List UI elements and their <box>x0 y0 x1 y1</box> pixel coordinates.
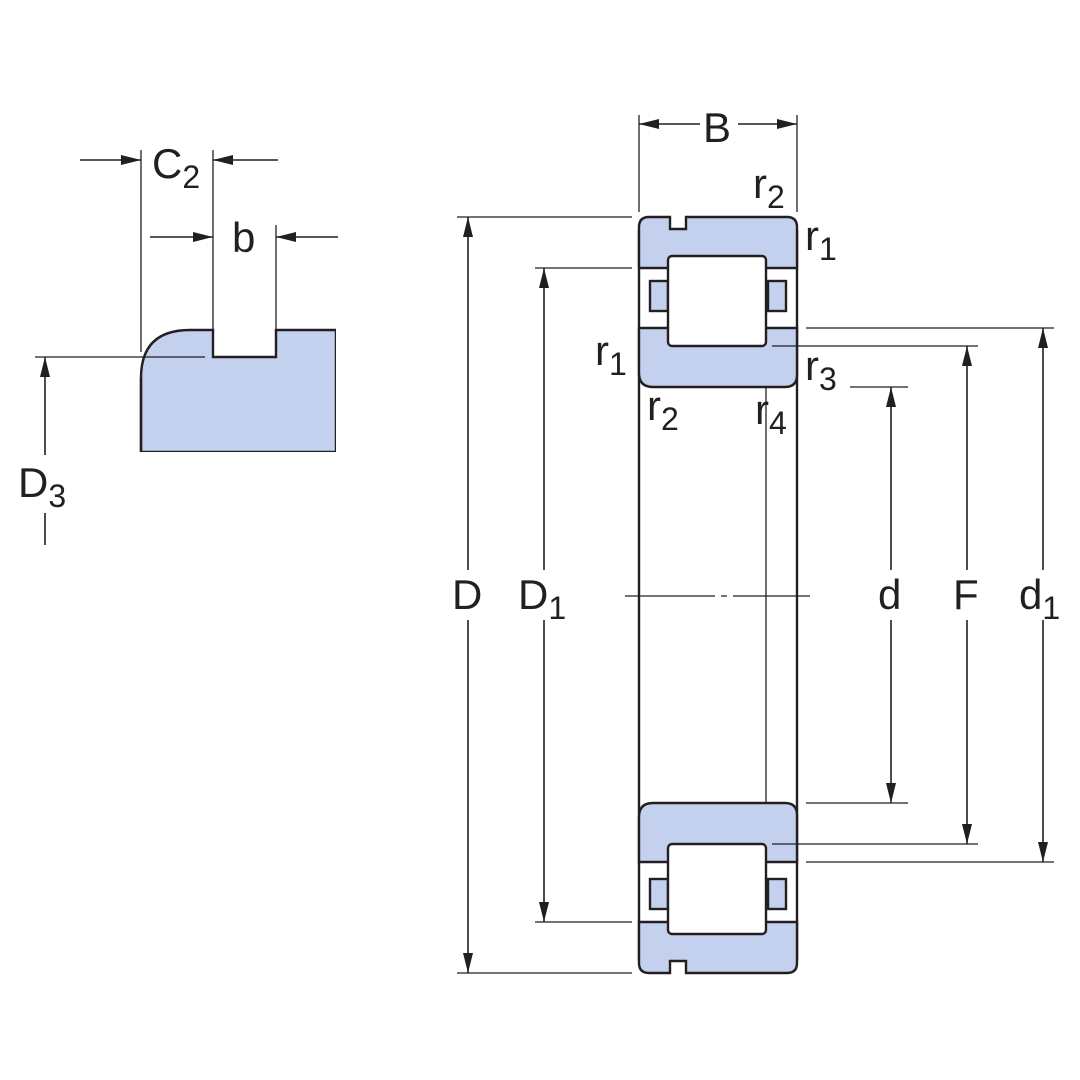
label-d3: D3 <box>18 459 66 514</box>
label-c2: C2 <box>152 140 200 195</box>
label-r3: r3 <box>805 342 837 397</box>
cage-top-right <box>766 279 788 313</box>
label-D1: D1 <box>518 571 566 626</box>
label-d: d <box>878 571 901 618</box>
labels: B r2 r1 r1 r3 r2 r4 D D1 d F d1 <box>452 104 1060 626</box>
groove-detail: C2 b D3 <box>18 140 344 545</box>
bearing-section <box>625 215 810 975</box>
dimensions <box>457 115 1054 974</box>
label-F: F <box>953 571 979 618</box>
cage-bottom-left <box>648 877 670 911</box>
label-r2-top: r2 <box>753 160 785 215</box>
label-r1-top: r1 <box>805 212 837 267</box>
roller-bottom <box>666 842 768 936</box>
label-d1: d1 <box>1019 571 1060 626</box>
roller-top <box>666 254 768 348</box>
label-r2-bottom: r2 <box>647 382 679 437</box>
label-b: b <box>232 214 255 261</box>
label-D: D <box>452 571 482 618</box>
cage-top-left <box>648 279 670 313</box>
label-r1-left: r1 <box>595 327 627 382</box>
cage-bottom-right <box>766 877 788 911</box>
label-r4: r4 <box>755 386 787 441</box>
groove-detail-section <box>139 328 338 454</box>
label-B: B <box>703 104 731 151</box>
